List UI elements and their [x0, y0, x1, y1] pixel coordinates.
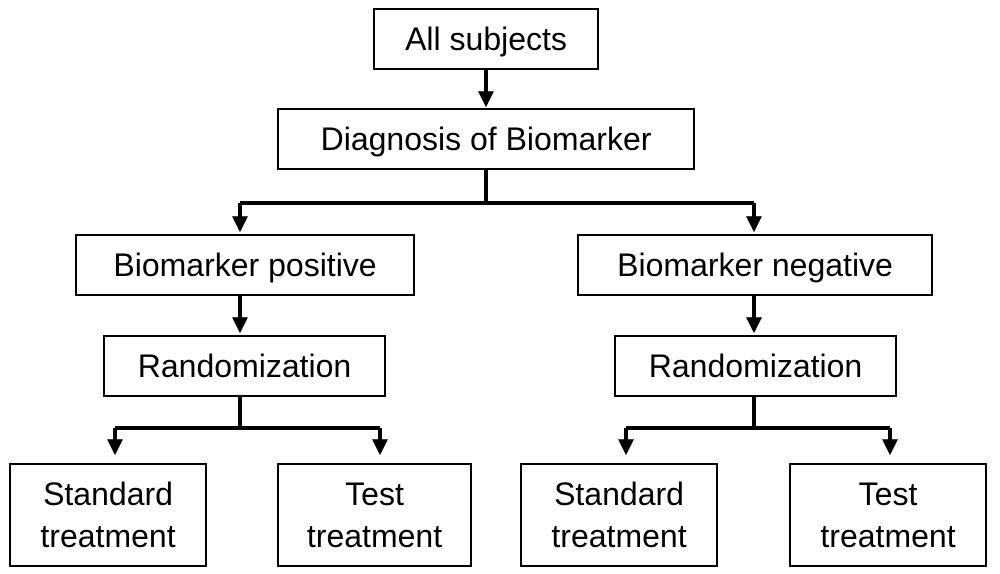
node-pos-test-line1: Test [345, 476, 404, 512]
node-negative-randomization: Randomization [614, 335, 897, 397]
node-biomarker-negative: Biomarker negative [577, 234, 933, 296]
node-diagnosis-label: Diagnosis of Biomarker [320, 121, 652, 157]
node-all-subjects: All subjects [373, 8, 599, 70]
node-all-subjects-label: All subjects [405, 21, 567, 57]
node-diagnosis-of-biomarker: Diagnosis of Biomarker [277, 108, 695, 170]
node-pos-standard-line2: treatment [40, 518, 176, 554]
node-positive-label: Biomarker positive [113, 247, 377, 283]
node-neg-test-line1: Test [858, 476, 918, 512]
node-negative-test-treatment: Test treatment [789, 463, 987, 567]
node-positive-randomization: Randomization [103, 335, 386, 397]
node-pos-randomization-label: Randomization [137, 348, 352, 384]
node-neg-standard-line2: treatment [551, 518, 687, 554]
node-negative-standard-treatment: Standard treatment [520, 463, 718, 567]
node-neg-randomization-label: Randomization [648, 348, 863, 384]
node-positive-standard-treatment: Standard treatment [9, 463, 207, 567]
node-neg-test-line2: treatment [820, 518, 956, 554]
node-pos-standard-line1: Standard [43, 476, 173, 512]
node-negative-label: Biomarker negative [617, 247, 893, 283]
node-biomarker-positive: Biomarker positive [75, 234, 415, 296]
node-pos-test-line2: treatment [306, 518, 443, 554]
node-neg-standard-line1: Standard [554, 476, 684, 512]
node-positive-test-treatment: Test treatment [277, 463, 472, 567]
